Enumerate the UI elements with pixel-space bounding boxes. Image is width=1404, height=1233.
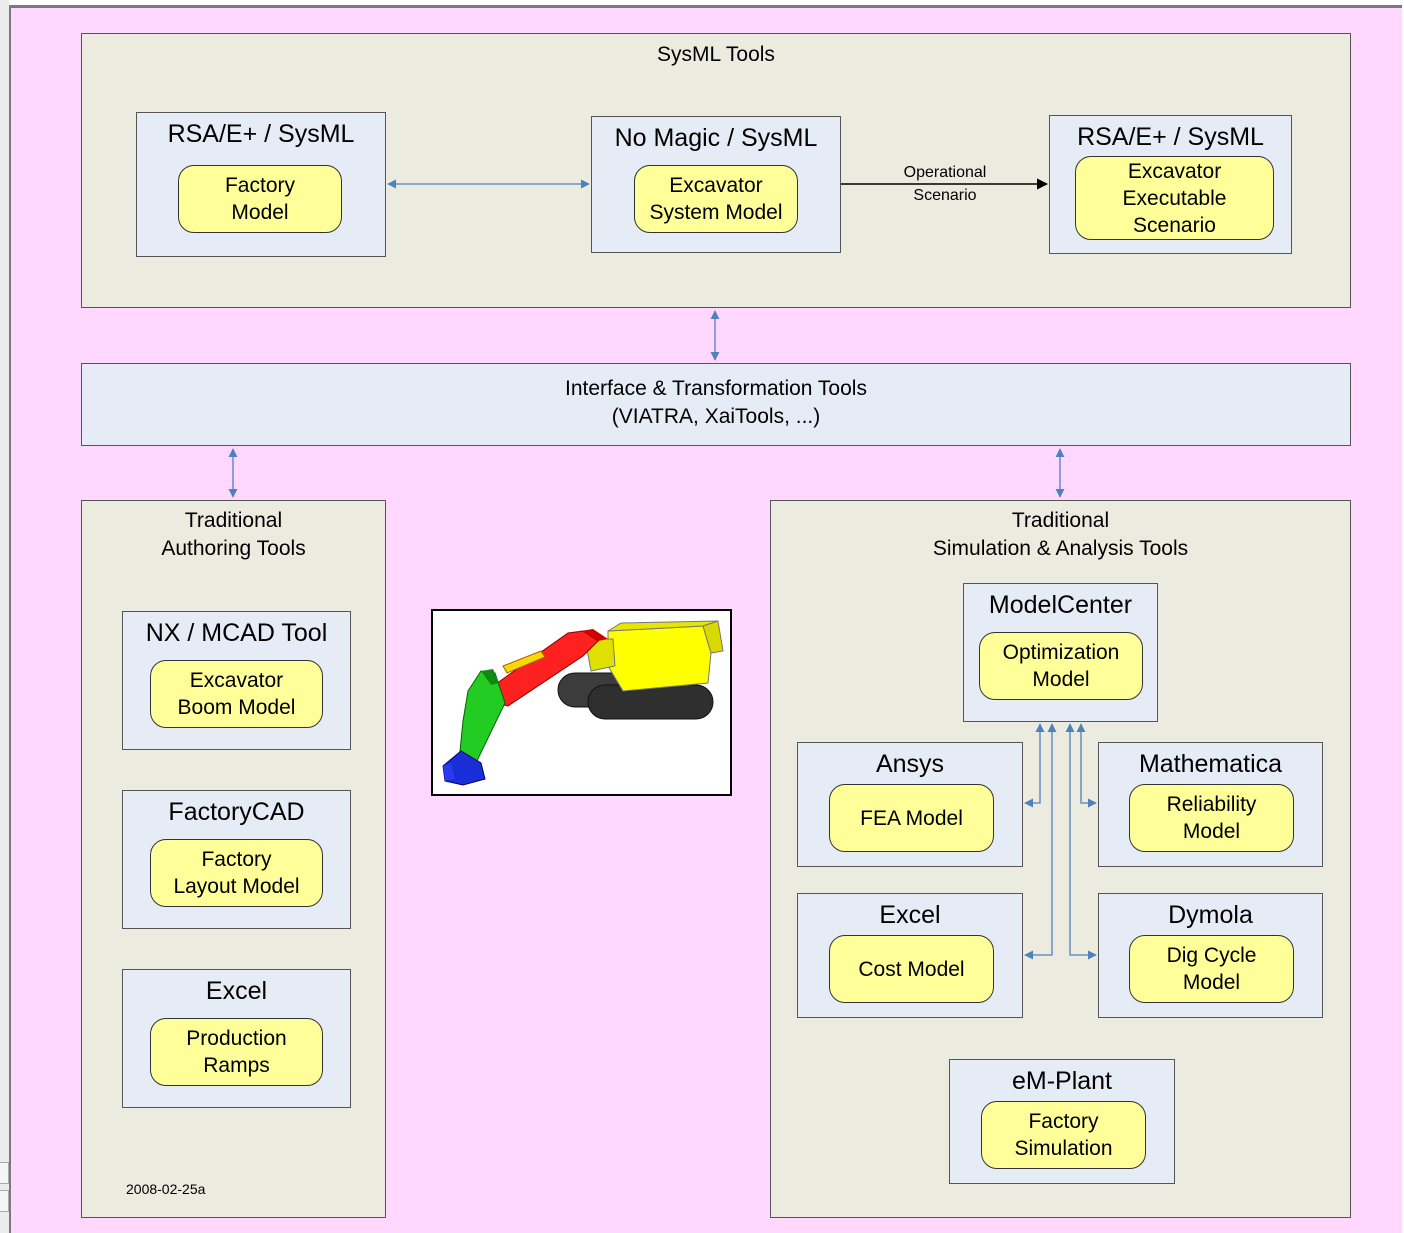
window-edge [0,0,9,1233]
connector-modelcenter-dymola [1065,723,1097,960]
edge-handle [0,1190,9,1212]
connector-modelcenter-mathematica [1076,723,1097,808]
model-excavator-scenario[interactable]: Excavator Executable Scenario [1075,156,1274,240]
connector-modelcenter-excel [1024,723,1057,960]
model-dig-cycle[interactable]: Dig Cycle Model [1129,935,1294,1003]
model-factory-simulation[interactable]: Factory Simulation [981,1101,1146,1169]
connector-modelcenter-ansys [1024,723,1045,808]
excavator-image [431,609,732,796]
interface-transformation-bar[interactable]: Interface & Transformation Tools (VIATRA… [81,363,1351,446]
tool-title: FactoryCAD [168,798,305,826]
model-factory-layout[interactable]: Factory Layout Model [150,839,323,907]
tool-title: Ansys [875,750,945,778]
panel-title: Traditional Authoring Tools [161,509,306,560]
model-fea[interactable]: FEA Model [829,784,994,852]
version-label: 2008-02-25a [126,1181,206,1197]
panel-title: SysML Tools [657,43,775,66]
edge-handle [0,1162,9,1184]
excavator-drawing [442,620,724,786]
model-optimization[interactable]: Optimization Model [979,632,1143,700]
edge-label-operational-scenario: Operational Scenario [903,164,987,204]
tool-title: Excel [879,901,941,929]
tool-title: ModelCenter [988,591,1133,619]
tool-title: No Magic / SysML [614,124,818,152]
tool-title: Mathematica [1138,750,1283,778]
tool-title: NX / MCAD Tool [145,619,328,647]
tool-title: RSA/E+ / SysML [167,120,355,148]
tool-title: Excel [205,977,268,1005]
tool-title: eM-Plant [1011,1067,1113,1095]
model-reliability[interactable]: Reliability Model [1129,784,1294,852]
model-factory[interactable]: Factory Model [178,165,342,233]
model-production-ramps[interactable]: Production Ramps [150,1018,323,1086]
tool-title: RSA/E+ / SysML [1077,123,1264,151]
tool-title: Dymola [1168,901,1253,929]
model-excavator-boom[interactable]: Excavator Boom Model [150,660,323,728]
panel-title: Traditional Simulation & Analysis Tools [932,509,1189,560]
model-cost[interactable]: Cost Model [829,935,994,1003]
interface-title: Interface & Transformation Tools (VIATRA… [565,377,867,428]
model-excavator-system[interactable]: Excavator System Model [634,165,798,233]
